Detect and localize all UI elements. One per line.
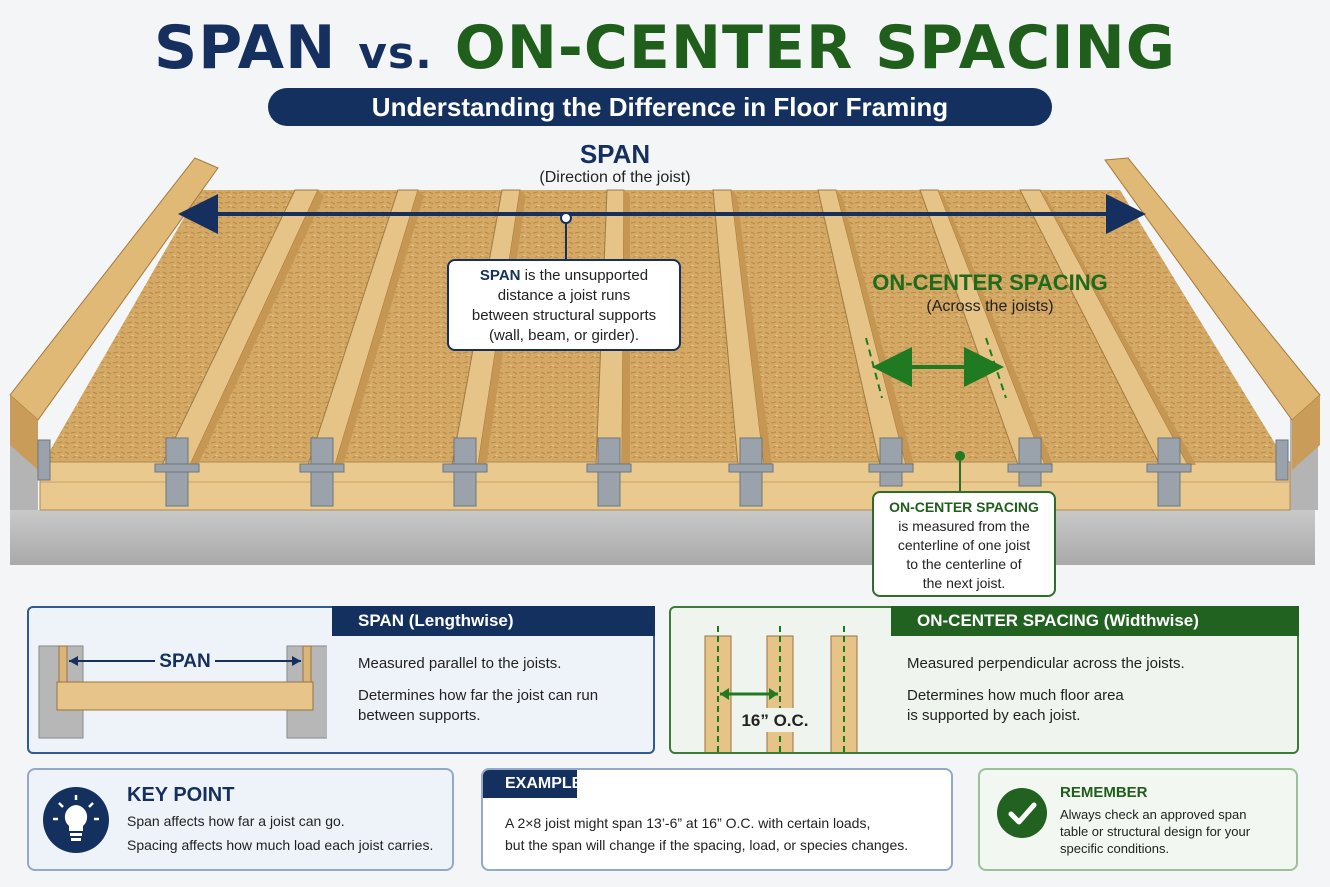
- on-center-callout-text-1: is measured from the: [898, 518, 1030, 534]
- on-center-panel-line2b: is supported by each joist.: [907, 707, 1081, 724]
- on-center-label: ON-CENTER SPACING: [872, 270, 1108, 295]
- span-mini-label: SPAN: [159, 651, 210, 672]
- front-rim-joist: [39, 461, 1291, 511]
- span-label: SPAN: [579, 139, 651, 169]
- title-vs: vs.: [358, 28, 433, 79]
- span-callout-text-4: (wall, beam, or girder).: [488, 327, 640, 344]
- span-callout: SPAN is the unsupported distance a joist…: [447, 259, 681, 351]
- span-sublabel: (Direction of the joist): [539, 169, 691, 186]
- on-center-callout: ON-CENTER SPACING is measured from the c…: [872, 491, 1056, 597]
- joists: [161, 189, 1196, 466]
- page-title: SPAN vs. ON-CENTER SPACING: [0, 14, 1330, 88]
- left-end-board: [9, 157, 219, 421]
- example-title: EXAMPLE: [483, 770, 582, 798]
- key-point-box: KEY POINT Span affects how far a joist c…: [27, 768, 454, 871]
- example-line1: A 2×8 joist might span 13’-6” at 16” O.C…: [505, 815, 871, 831]
- key-point-title: KEY POINT: [127, 784, 235, 806]
- example-box: EXAMPLE A 2×8 joist might span 13’-6” at…: [481, 768, 953, 871]
- centerline-left: [865, 337, 883, 399]
- on-center-panel-line2a: Determines how much floor area: [907, 687, 1124, 704]
- on-center-heading: ON-CENTER SPACING (Across the joists): [860, 270, 1120, 318]
- remember-box: REMEMBER Always check an approved span t…: [978, 768, 1298, 871]
- on-center-mini-label: 16” O.C.: [741, 711, 808, 730]
- span-panel-line2a: Determines how far the joist can run: [358, 687, 599, 704]
- on-center-panel: ON-CENTER SPACING (Widthwise) 16” O.C. M…: [669, 606, 1299, 754]
- on-center-sublabel: (Across the joists): [926, 298, 1054, 315]
- remember-line1: Always check an approved span: [1060, 807, 1247, 822]
- joist-hangers: [37, 437, 1289, 507]
- on-center-mini-diagram: 16” O.C.: [704, 626, 858, 752]
- span-panel-line2b: between supports.: [358, 707, 481, 724]
- remember-line3: specific conditions.: [1060, 841, 1170, 856]
- on-center-callout-text-3: to the centerline of: [906, 556, 1022, 572]
- on-center-panel-line1: Measured perpendicular across the joists…: [907, 655, 1185, 672]
- span-callout-text-2: distance a joist runs: [497, 287, 631, 304]
- on-center-callout-text-2: centerline of one joist: [897, 537, 1031, 553]
- floor-framing-diagram: [9, 157, 1321, 565]
- lightbulb-icon: [43, 787, 109, 853]
- span-callout-text-1: is the unsupported: [520, 267, 649, 284]
- span-panel: SPAN (Lengthwise) SPAN Measured parallel…: [27, 606, 655, 754]
- title-span: SPAN: [153, 13, 337, 83]
- remember-title: REMEMBER: [1060, 784, 1148, 801]
- example-line2: but the span will change if the spacing,…: [505, 837, 909, 853]
- on-center-callout-text-4: the next joist.: [922, 575, 1006, 591]
- span-mini-diagram: SPAN: [38, 645, 327, 739]
- checkmark-icon: [997, 788, 1047, 838]
- span-panel-line1: Measured parallel to the joists.: [358, 655, 562, 672]
- on-center-callout-key: ON-CENTER SPACING: [889, 499, 1039, 515]
- remember-line2: table or structural design for your: [1060, 824, 1251, 839]
- on-center-panel-tab: ON-CENTER SPACING (Widthwise): [891, 606, 1299, 636]
- subtitle-banner: Understanding the Difference in Floor Fr…: [268, 88, 1052, 126]
- span-callout-text-3: between structural supports: [471, 307, 657, 324]
- key-point-line1: Span affects how far a joist can go.: [127, 813, 345, 829]
- span-callout-key: SPAN: [479, 267, 521, 284]
- key-point-line2: Spacing affects how much load each joist…: [127, 837, 434, 853]
- centerline-right: [985, 337, 1007, 399]
- span-heading: SPAN (Direction of the joist): [480, 140, 750, 188]
- span-panel-tab: SPAN (Lengthwise): [332, 606, 655, 636]
- title-on-center-spacing: ON-CENTER SPACING: [454, 13, 1176, 83]
